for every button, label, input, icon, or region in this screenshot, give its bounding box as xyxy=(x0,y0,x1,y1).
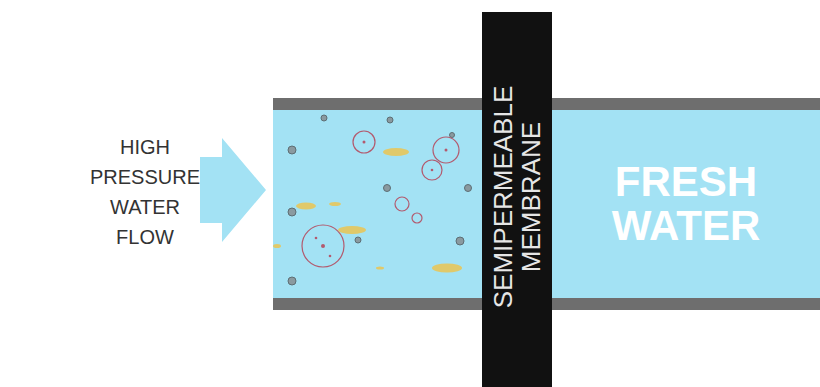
feed-water xyxy=(273,110,485,298)
flow-label: HIGH PRESSURE WATER FLOW xyxy=(90,132,200,252)
membrane-label: SEMIPERMEABLE MEMBRANE xyxy=(489,72,545,322)
region-label: FRESH WATER xyxy=(586,160,786,248)
membrane-bar: SEMIPERMEABLE MEMBRANE xyxy=(482,12,552,387)
fresh-water-region: FRESH WATER xyxy=(552,110,820,298)
particles xyxy=(273,115,472,285)
flow-arrow xyxy=(200,138,266,242)
